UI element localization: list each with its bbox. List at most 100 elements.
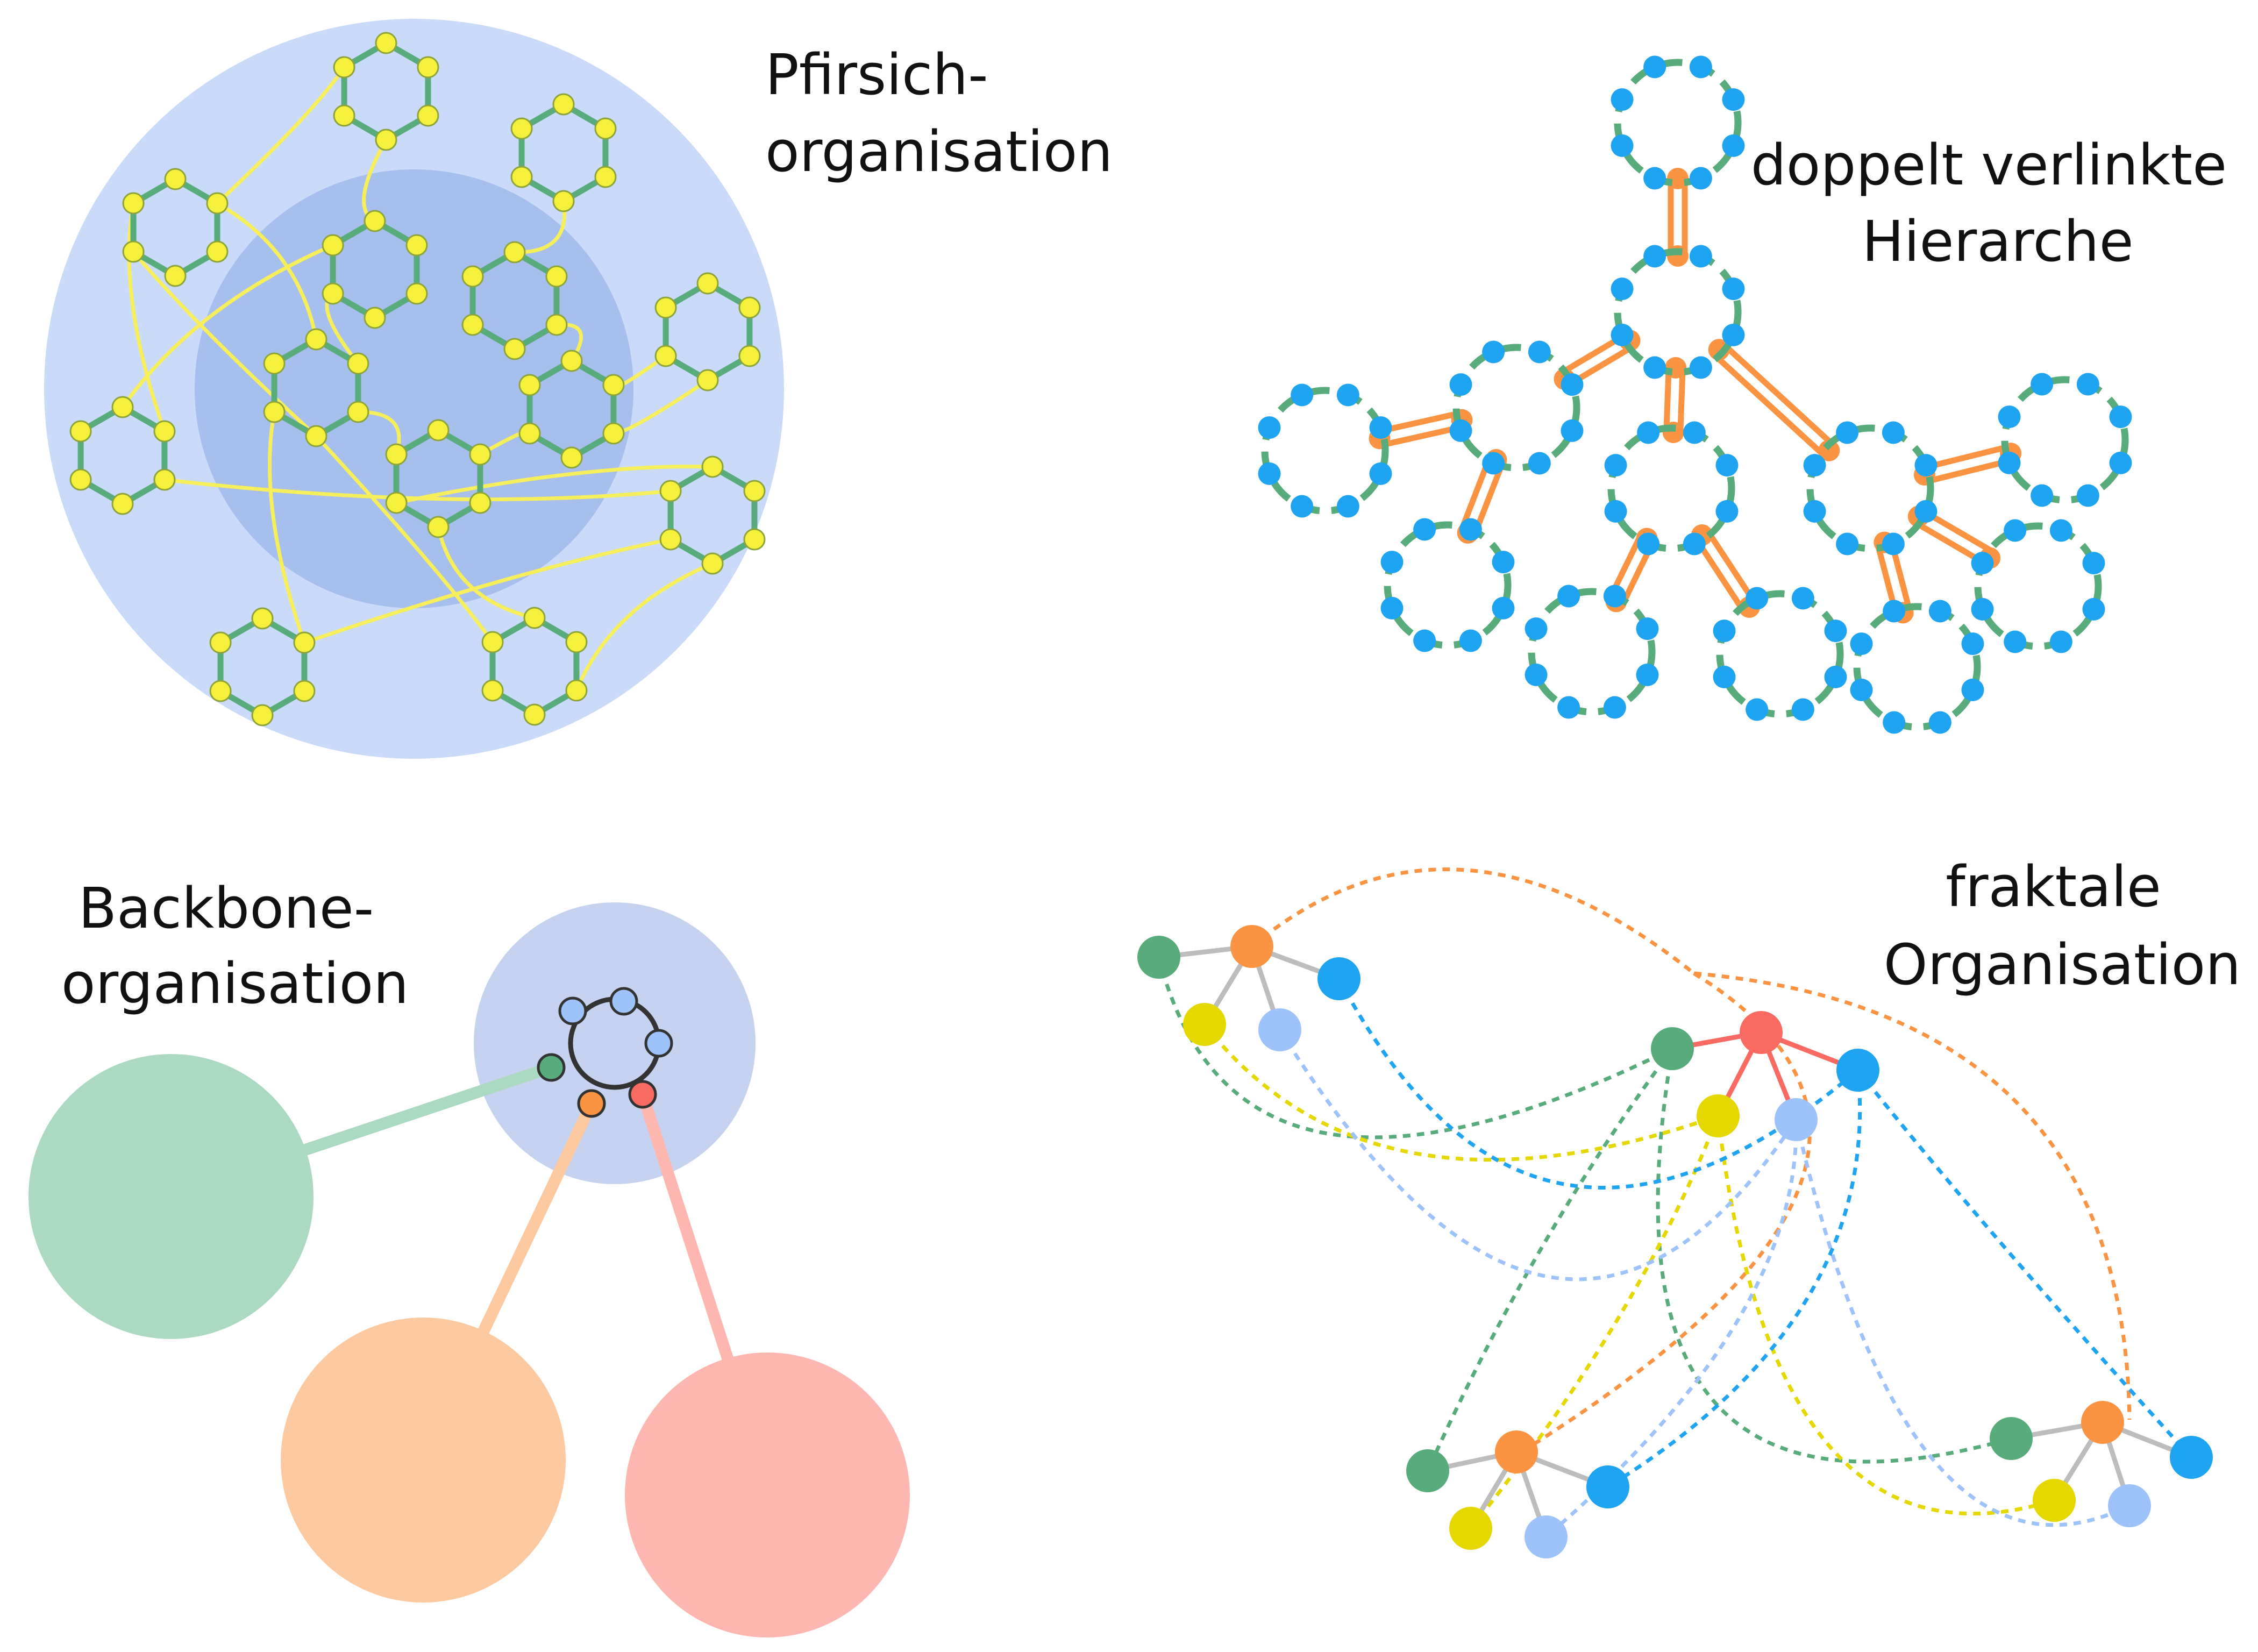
peach-ring	[322, 210, 428, 329]
hierarchy-node	[1803, 500, 1826, 523]
hierarchy-node	[2082, 552, 2105, 575]
peach-link	[127, 203, 167, 432]
peach-ring	[209, 607, 316, 727]
backbone-link-orange	[478, 1101, 597, 1335]
hierarchy-node	[1961, 632, 1984, 656]
peach-node	[122, 192, 145, 215]
fractal-hub-node	[1230, 925, 1273, 968]
peach-node	[111, 396, 134, 418]
peach-link	[267, 411, 307, 644]
peach-node	[385, 443, 408, 466]
hierarchy-title: doppelt verlinkte Hierarche	[1751, 132, 2245, 274]
peach-node	[153, 420, 176, 443]
hierarchy-node	[1525, 663, 1548, 686]
hierarchy-ring-outline	[1614, 59, 1742, 187]
hierarchy-node	[1561, 373, 1584, 396]
hierarchy-ring	[1258, 383, 1392, 518]
peach-node	[427, 516, 450, 538]
hierarchy-node	[1998, 451, 2021, 474]
hierarchy-node	[1882, 532, 1905, 556]
hierarchy-node	[1482, 452, 1505, 475]
backbone-core-node	[537, 1053, 566, 1082]
hierarchy-title-line-2: Hierarche	[1862, 209, 2133, 274]
peach-node	[122, 240, 145, 263]
hierarchy-ring-outline	[1528, 588, 1656, 716]
hierarchy-node	[2076, 373, 2099, 396]
peach-node	[305, 425, 327, 447]
hierarchy-ring	[1525, 585, 1659, 719]
hierarchy-node	[1713, 665, 1736, 688]
hierarchy-node	[1689, 356, 1712, 379]
backbone-cluster-green	[29, 1054, 314, 1339]
peach-node	[696, 272, 719, 295]
peach-node	[552, 93, 575, 116]
peach-title-line-1: Pfirsich-	[765, 42, 988, 108]
fractal-dashed-link	[1544, 1119, 1798, 1539]
fractal-dashed-link	[1250, 867, 1696, 975]
hierarchy-node	[1380, 551, 1404, 574]
peach-node	[461, 265, 484, 288]
fractal-dashed-link	[1337, 978, 1860, 1190]
fractal-node	[1836, 1049, 1879, 1092]
hierarchy-node	[1643, 245, 1666, 268]
peach-title-line-2: organisation	[765, 119, 1113, 184]
hierarchy-node	[1637, 532, 1660, 556]
peach-node	[209, 631, 232, 654]
backbone-title-line-1: Backbone-	[79, 875, 374, 941]
fractal-dashed-link	[1656, 1048, 2012, 1464]
peach-node	[364, 307, 386, 329]
hierarchy-node	[2031, 484, 2054, 507]
peach-node	[164, 168, 187, 190]
hierarchy-node	[1836, 532, 1859, 556]
hierarchy-node	[1369, 462, 1392, 485]
hierarchy-node	[1824, 665, 1847, 688]
peach-node	[469, 492, 492, 514]
hierarchy-node	[1689, 167, 1712, 190]
fractal-node	[2170, 1436, 2213, 1479]
peach-node	[375, 32, 397, 54]
peach-node	[322, 282, 344, 305]
peach-link	[315, 435, 494, 644]
hierarchy-node	[1643, 167, 1666, 190]
fractal-node	[1449, 1507, 1492, 1550]
peach-node	[263, 352, 286, 375]
hierarchy-link-up	[1663, 364, 1672, 436]
fractal-title-line-1: fraktale	[1946, 854, 2161, 920]
fractal-node	[1990, 1417, 2033, 1460]
hierarchy-node	[1803, 454, 1826, 477]
hierarchy-node	[1824, 620, 1847, 643]
fractal-node	[1137, 936, 1180, 979]
hierarchy-node	[1291, 495, 1314, 518]
hierarchy-node	[1291, 383, 1314, 407]
peach-node	[594, 117, 617, 140]
peach-node	[565, 679, 588, 702]
peach-node	[602, 374, 625, 396]
fractal-node	[1651, 1027, 1694, 1070]
peach-link	[164, 478, 671, 502]
hierarchy-node	[1492, 596, 1515, 620]
peach-node	[654, 345, 677, 367]
peach-node	[701, 455, 724, 478]
peach-ring	[333, 32, 439, 151]
hierarchy-node	[1611, 323, 1634, 346]
peach-node	[333, 104, 355, 127]
peach-node	[659, 528, 682, 551]
fractal-dashed-link	[1529, 972, 1812, 1448]
hierarchy-node	[2049, 519, 2072, 542]
peach-link	[514, 201, 567, 254]
peach-node	[560, 350, 583, 372]
hierarchy-node	[1689, 55, 1712, 79]
hierarchy-node	[1715, 454, 1739, 477]
backbone-organisation-panel: Backbone- organisation	[29, 875, 910, 1637]
fractal-dashed-link	[1203, 1023, 1719, 1162]
fractal-node	[1258, 1008, 1301, 1051]
hierarchy-node	[1637, 421, 1660, 444]
hierarchy-node	[1998, 405, 2021, 429]
backbone-title: Backbone- organisation	[61, 875, 409, 1016]
peach-organisation-panel: Pfirsich- organisation	[44, 19, 1113, 759]
hierarchy-node	[1883, 711, 1906, 734]
fractal-organisation-panel: fraktale Organisation	[1137, 854, 2241, 1558]
hierarchy-node	[1611, 277, 1634, 301]
peach-node	[738, 296, 761, 319]
hierarchy-node	[1604, 500, 1627, 523]
